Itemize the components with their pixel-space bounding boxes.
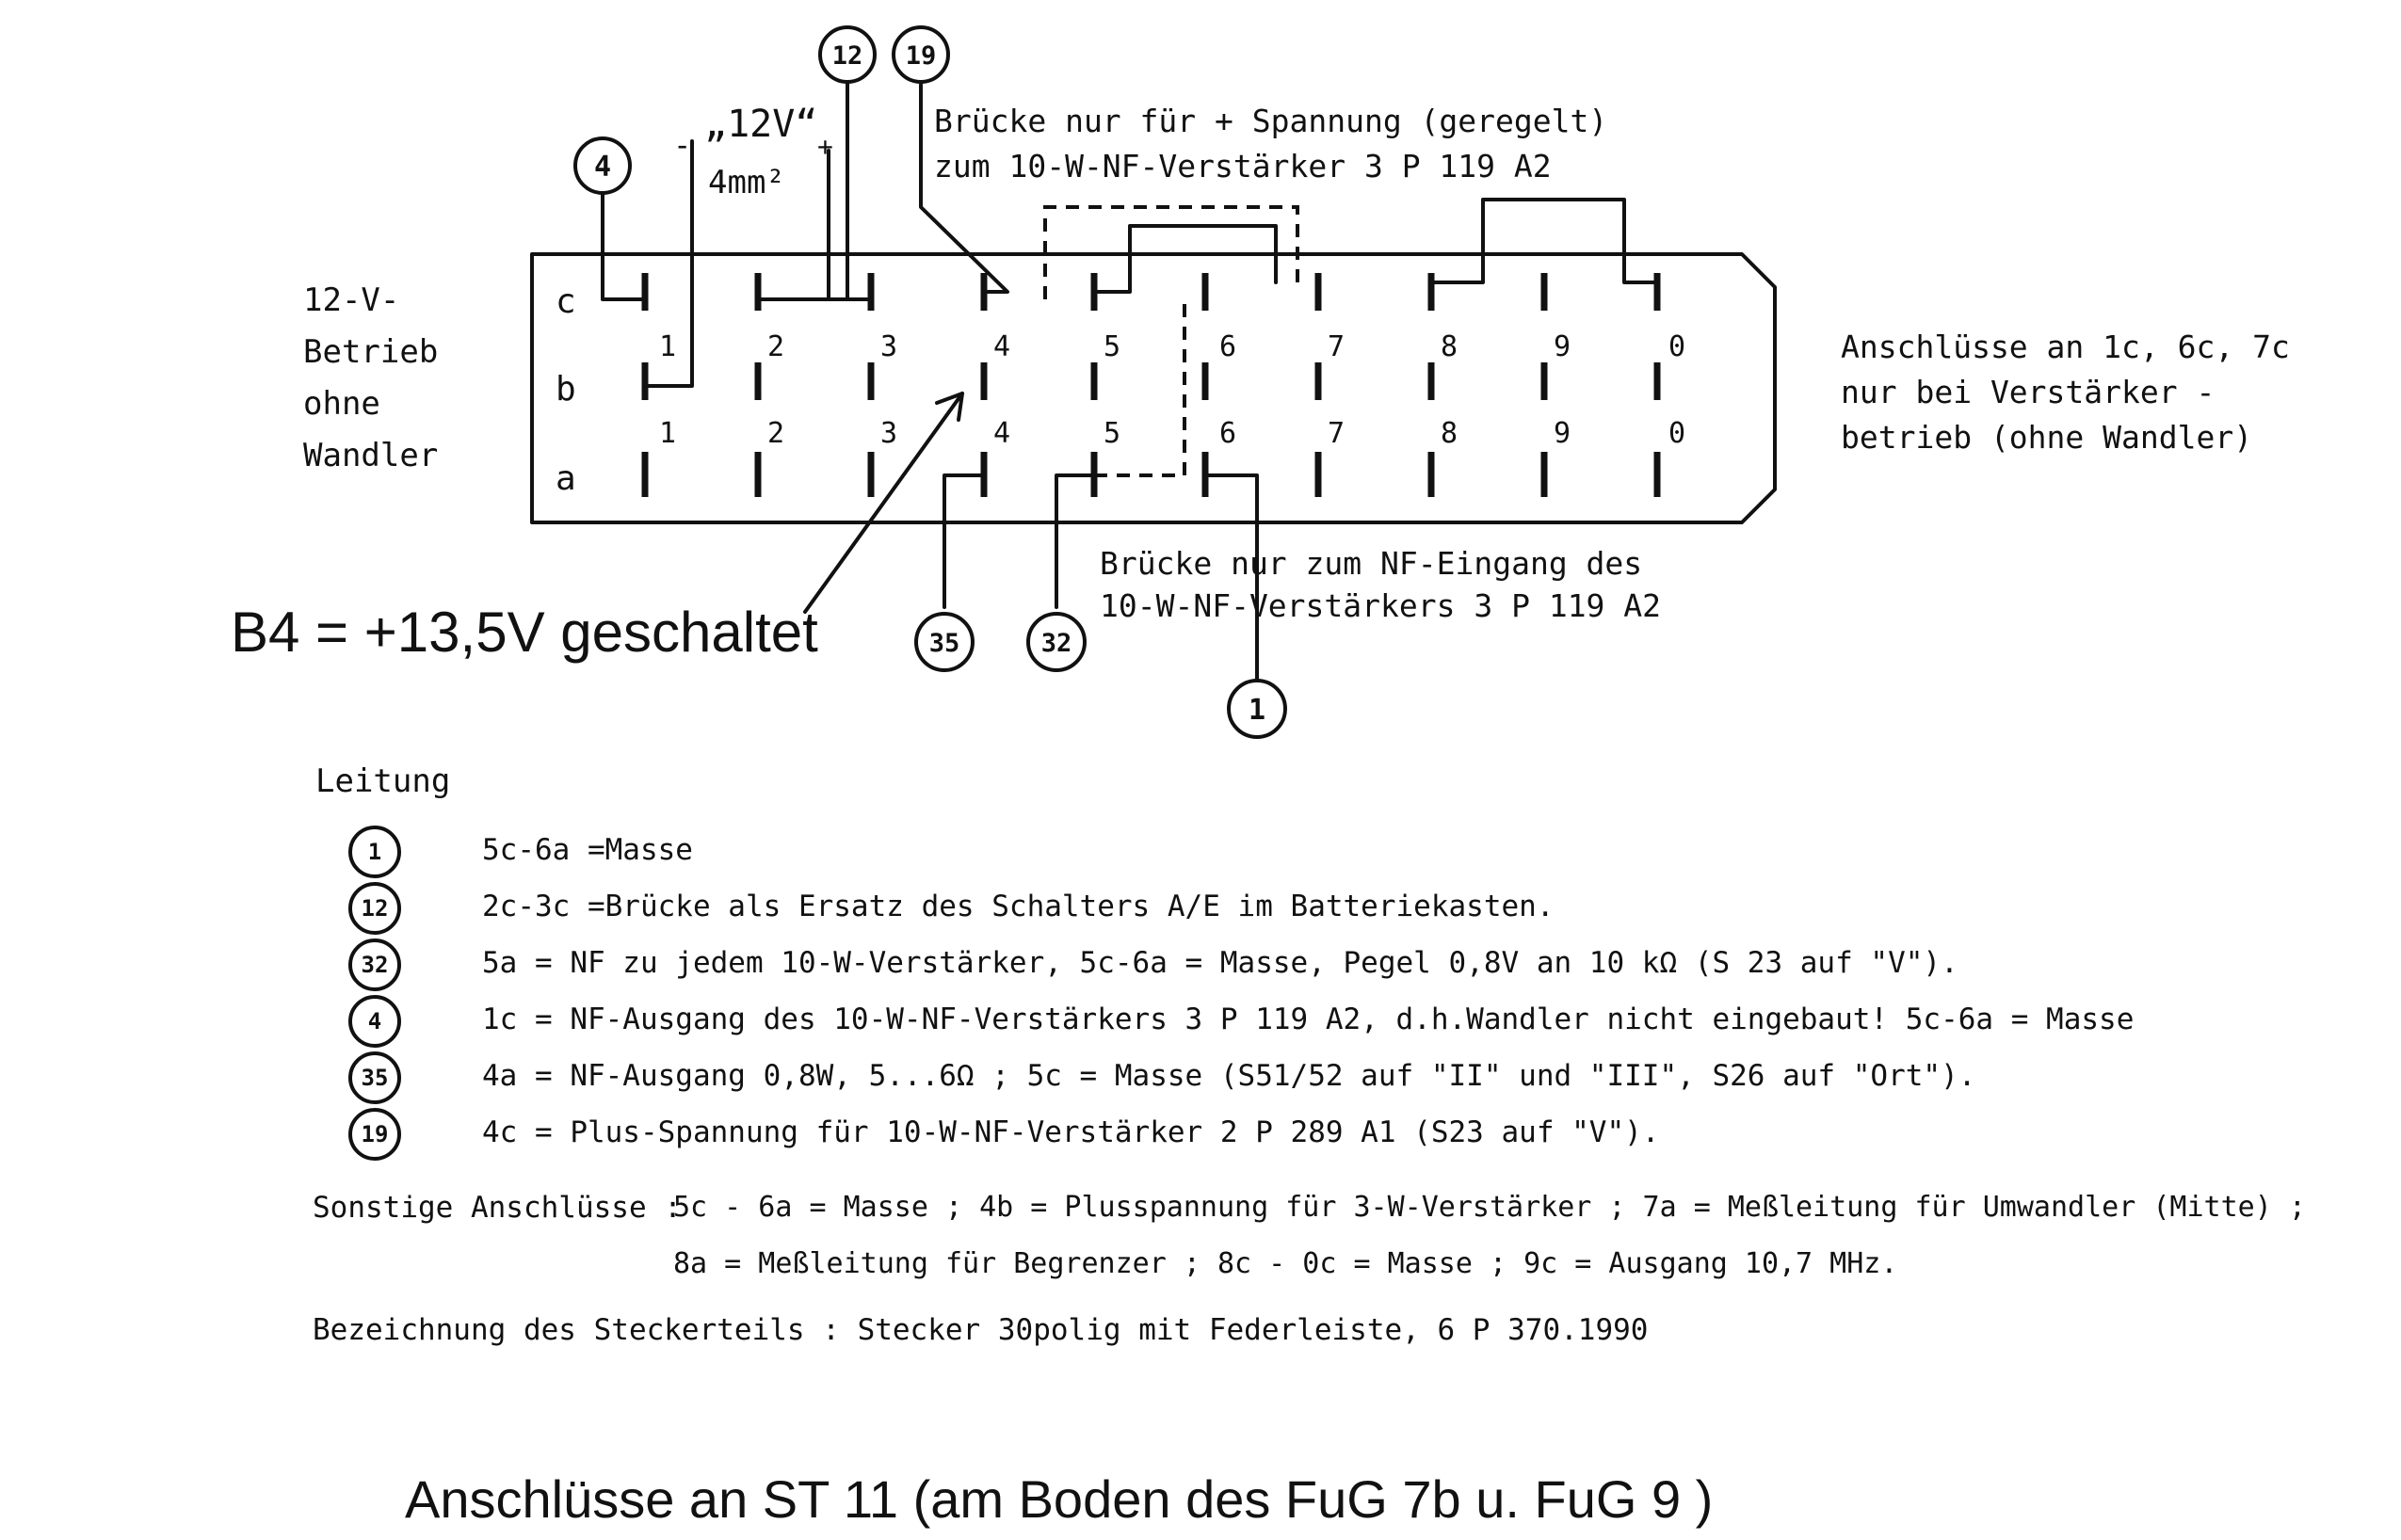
callout-19-circle xyxy=(892,25,950,84)
legend-heading: Leitung xyxy=(315,762,451,800)
pin-number: 1 xyxy=(659,417,676,450)
callout-35-circle xyxy=(914,612,975,672)
callout-35-label: 35 xyxy=(929,629,960,658)
callout-19-label: 19 xyxy=(906,41,937,71)
legend-text-1: 5c-6a =Masse xyxy=(482,833,693,867)
pin-number: 9 xyxy=(1554,330,1571,363)
legend-num-19: 19 xyxy=(348,1108,401,1161)
pin-number: 2 xyxy=(767,417,784,450)
callout-1-label: 1 xyxy=(1249,694,1265,727)
supply-label: „12V“ xyxy=(704,103,817,146)
row-label-c: c xyxy=(556,282,576,321)
other-connections-line2: 8a = Meßleitung für Begrenzer ; 8c - 0c … xyxy=(673,1247,1898,1280)
pin-number: 6 xyxy=(1219,417,1236,450)
svg-text:ohne: ohne xyxy=(303,385,380,423)
b4-annotation: B4 = +13,5V geschaltet xyxy=(231,601,818,664)
legend-num-32: 32 xyxy=(348,938,401,991)
legend-num-1: 1 xyxy=(348,826,401,878)
pin-number: 7 xyxy=(1328,417,1345,450)
pins-row-c xyxy=(641,273,1661,311)
callout-4-label: 4 xyxy=(594,151,611,184)
pin-number: 5 xyxy=(1104,417,1120,450)
svg-text:10-W-NF-Verstärkers 3 P 119 A2: 10-W-NF-Verstärkers 3 P 119 A2 xyxy=(1100,587,1661,624)
pin-numbers-upper: 1 2 3 4 5 6 7 8 9 0 xyxy=(659,330,1685,363)
callout-32-circle xyxy=(1026,612,1087,672)
pin-number: 0 xyxy=(1668,330,1685,363)
pin-number: 7 xyxy=(1328,330,1345,363)
other-connections-line1: 5c - 6a = Masse ; 4b = Plusspannung für … xyxy=(673,1191,2306,1224)
legend-text-32: 5a = NF zu jedem 10-W-Verstärker, 5c-6a … xyxy=(482,946,1958,980)
plus-sign: + xyxy=(817,131,833,162)
legend-num-12: 12 xyxy=(348,882,401,935)
connector-designation: Bezeichnung des Steckerteils : Stecker 3… xyxy=(313,1313,1649,1347)
connector-outline xyxy=(530,252,1777,524)
pin-number: 4 xyxy=(993,330,1010,363)
svg-text:Brücke nur zum NF-Eingang des: Brücke nur zum NF-Eingang des xyxy=(1100,545,1642,582)
svg-text:Betrieb: Betrieb xyxy=(303,333,438,371)
pin-number: 6 xyxy=(1219,330,1236,363)
bottom-note: Brücke nur zum NF-Eingang des 10-W-NF-Ve… xyxy=(1100,545,1661,624)
pin-number: 3 xyxy=(880,330,897,363)
pins-row-b xyxy=(641,362,1661,400)
callout-1-circle xyxy=(1227,679,1287,739)
pin-number: 8 xyxy=(1441,417,1458,450)
callout-4-circle xyxy=(573,136,632,195)
svg-text:betrieb (ohne Wandler): betrieb (ohne Wandler) xyxy=(1841,419,2252,456)
pin-numbers-lower: 1 2 3 4 5 6 7 8 9 0 xyxy=(659,417,1685,450)
page-title: Anschlüsse an ST 11 (am Boden des FuG 7b… xyxy=(405,1469,1714,1529)
other-connections-label: Sonstige Anschlüsse : xyxy=(313,1191,682,1225)
right-note: Anschlüsse an 1c, 6c, 7c nur bei Verstär… xyxy=(1841,329,2290,456)
svg-text:nur bei Verstärker -: nur bei Verstärker - xyxy=(1841,374,2215,410)
callout-12-circle xyxy=(818,25,877,84)
pin-number: 8 xyxy=(1441,330,1458,363)
legend-text-4: 1c = NF-Ausgang des 10-W-NF-Verstärkers … xyxy=(482,1003,2135,1036)
top-note: Brücke nur für + Spannung (geregelt) zum… xyxy=(934,103,1607,184)
svg-text:zum 10-W-NF-Verstärker 3 P 119: zum 10-W-NF-Verstärker 3 P 119 A2 xyxy=(934,148,1552,184)
legend-num-35: 35 xyxy=(348,1051,401,1104)
svg-text:Brücke nur für + Spannung (ger: Brücke nur für + Spannung (geregelt) xyxy=(934,103,1607,139)
dashed-bridges xyxy=(1043,205,1299,477)
legend-num-4: 4 xyxy=(348,995,401,1048)
legend-text-12: 2c-3c =Brücke als Ersatz des Schalters A… xyxy=(482,890,1555,923)
left-label: 12-V- Betrieb ohne Wandler xyxy=(303,281,438,474)
supply-cross-section: 4mm² xyxy=(708,164,785,201)
pin-number: 1 xyxy=(659,330,676,363)
wiring xyxy=(601,64,1659,694)
row-label-a: a xyxy=(556,459,576,498)
svg-text:Wandler: Wandler xyxy=(303,437,438,474)
pin-number: 3 xyxy=(880,417,897,450)
legend-text-35: 4a = NF-Ausgang 0,8W, 5...6Ω ; 5c = Mass… xyxy=(482,1059,1976,1093)
svg-text:12-V-: 12-V- xyxy=(303,281,399,319)
pin-number: 2 xyxy=(767,330,784,363)
callout-32-label: 32 xyxy=(1041,629,1072,658)
legend-text-19: 4c = Plus-Spannung für 10-W-NF-Verstärke… xyxy=(482,1115,1660,1149)
callout-12-label: 12 xyxy=(832,41,863,71)
pin-number: 4 xyxy=(993,417,1010,450)
svg-text:Anschlüsse an 1c, 6c, 7c: Anschlüsse an 1c, 6c, 7c xyxy=(1841,329,2290,365)
pin-number: 9 xyxy=(1554,417,1571,450)
pin-number: 5 xyxy=(1104,330,1120,363)
row-label-b: b xyxy=(556,370,576,409)
minus-sign: - xyxy=(673,127,691,163)
pin-number: 0 xyxy=(1668,417,1685,450)
